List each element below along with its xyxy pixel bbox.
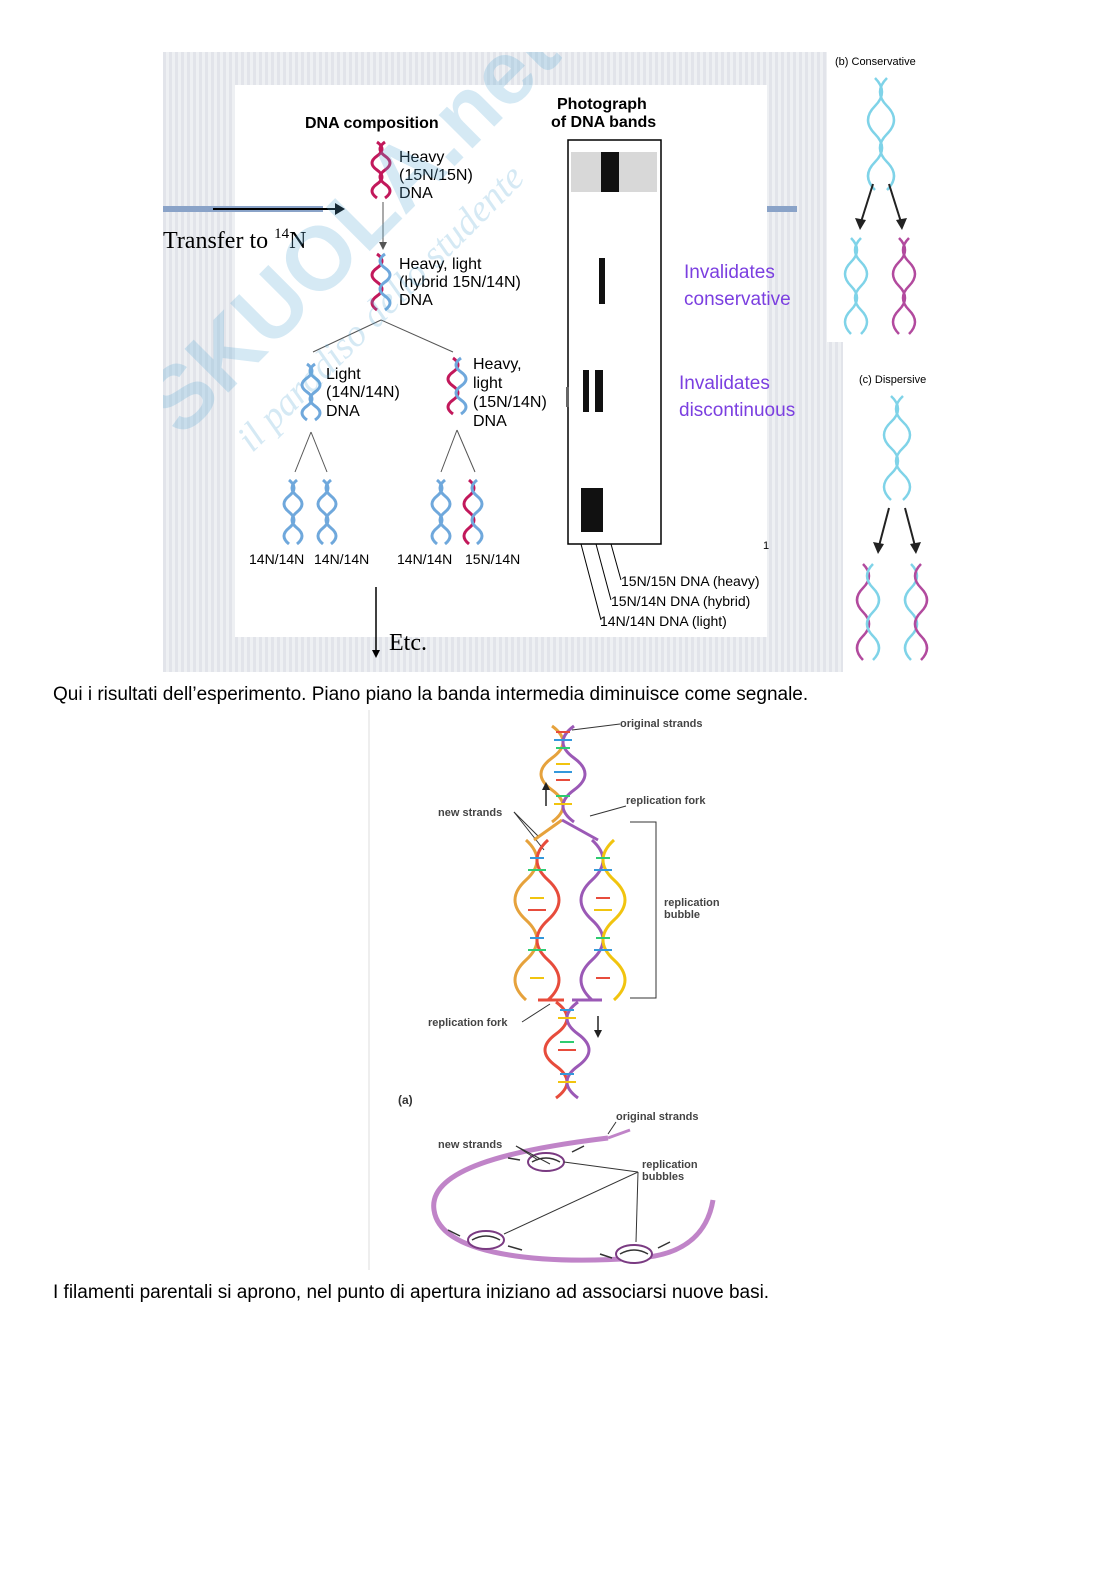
label-replication-bubbles-line2: bubbles [642,1171,684,1183]
etc-label: Etc. [389,630,427,656]
gen3-label-4: 15N/14N [465,551,520,567]
label-replication-bubble-line1: replication [664,897,720,909]
gen2-right-line1: Heavy, [473,356,522,373]
band-legend-light: 14N/14N DNA (light) [600,613,727,629]
dispersive-label: (c) Dispersive [859,374,926,386]
label-original-strands: original strands [620,718,703,730]
gen2-left-line3: DNA [326,403,360,420]
label-replication-fork-bottom: replication fork [428,1017,508,1029]
gen3-label-1: 14N/14N [249,551,304,567]
label-new-strands-b: new strands [438,1139,502,1151]
photo-title-line2: of DNA bands [551,114,656,131]
stray-mark: 1 [763,540,769,552]
band-legend-heavy: 15N/15N DNA (heavy) [621,573,760,589]
invalidates-discontinuous-line2: discontinuous [679,400,795,421]
invalidates-conservative-line2: conservative [684,289,791,310]
invalidates-conservative-line1: Invalidates [684,262,775,283]
bubble-helices [515,820,625,1000]
panel-a-label: (a) [398,1093,413,1107]
photo-title-line1: Photograph [557,96,647,113]
invalidates-discontinuous-line1: Invalidates [679,373,770,394]
gen2-right-line2: light [473,375,503,392]
caption-experiment-results: Qui i risultati dell’esperimento. Piano … [53,684,808,706]
dna-bands-photograph [566,140,661,544]
label-original-strands-b: original strands [616,1111,699,1123]
gen2-right-line4: DNA [473,413,507,430]
band-legend-hybrid: 15N/14N DNA (hybrid) [611,593,750,609]
top-helix [541,726,585,822]
gen2-left-line2: (14N/14N) [326,384,400,401]
gen3-label-2: 14N/14N [314,551,369,567]
label-replication-fork-top: replication fork [626,795,706,807]
label-new-strands: new strands [438,807,502,819]
gen2-right-line3: (15N/14N) [473,394,547,411]
gen3-label-3: 14N/14N [397,551,452,567]
meselson-stahl-figure: DNA composition Photograph of DNA bands … [163,52,945,672]
replication-bubble-figure: original strands replication fork new st… [368,710,738,1270]
caption-strands-open: I filamenti parentali si aprono, nel pun… [53,1282,769,1304]
label-replication-bubbles-line1: replication [642,1159,698,1171]
label-replication-bubble-line2: bubble [664,909,700,921]
conservative-label: (b) Conservative [835,56,916,68]
bottom-helix [545,1002,589,1098]
